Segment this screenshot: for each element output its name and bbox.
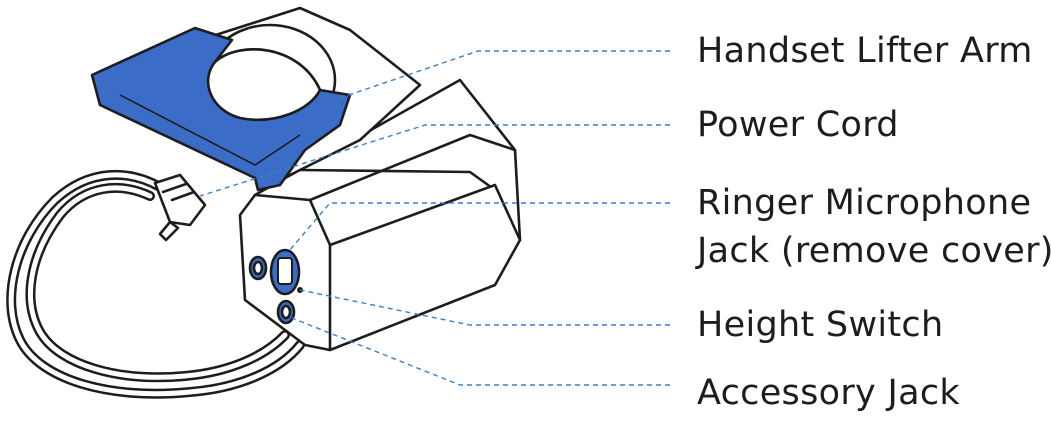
label-accessory-jack: Accessory Jack — [697, 373, 960, 413]
leader-lines — [199, 50, 670, 386]
label-height-switch: Height Switch — [697, 305, 944, 345]
power-cord-illustration — [6, 169, 305, 399]
base-body-illustration — [238, 78, 522, 352]
leader-ringer-jack — [282, 202, 670, 259]
front-jacks-illustration — [248, 248, 303, 325]
leader-lifter-arm — [339, 50, 670, 99]
power-plug-illustration — [153, 173, 207, 242]
leader-accessory-jack — [291, 317, 670, 386]
label-ringer-jack-remove-cover: Jack (remove cover) — [697, 231, 1051, 271]
label-ringer-microphone: Ringer Microphone — [697, 183, 1032, 223]
leader-height-switch — [299, 289, 670, 326]
lifter-arm-illustration — [90, 26, 352, 192]
label-power-cord: Power Cord — [697, 105, 899, 145]
leader-power-cord — [199, 124, 670, 197]
label-handset-lifter-arm: Handset Lifter Arm — [697, 31, 1033, 71]
